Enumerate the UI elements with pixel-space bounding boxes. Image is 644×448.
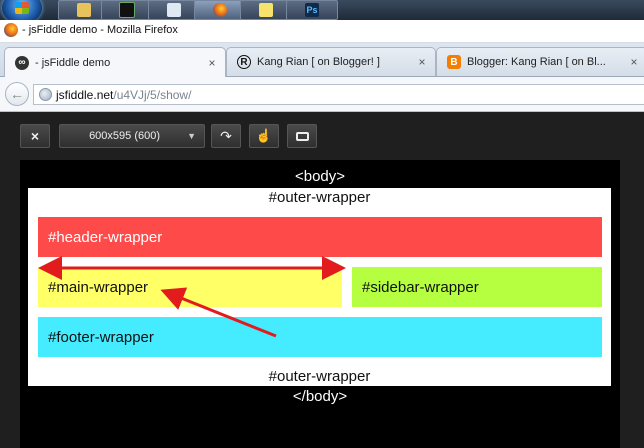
footer-wrapper: #footer-wrapper	[38, 317, 602, 357]
body-open-label: <body>	[294, 168, 346, 185]
taskbar-firefox-button[interactable]	[194, 0, 246, 20]
touch-hand-icon: ☝	[255, 128, 273, 143]
close-tab-icon[interactable]: ×	[208, 55, 216, 70]
blogger-icon: B	[447, 55, 461, 69]
tab-label: Blogger: Kang Rian [ on Bl...	[467, 56, 606, 68]
firefox-icon	[213, 3, 227, 17]
url-bar[interactable]: jsfiddle.net/u4VJj/5/show/	[33, 84, 644, 105]
preview-viewport: <body> #outer-wrapper #header-wrapper #m…	[20, 160, 620, 448]
globe-icon	[39, 88, 52, 101]
tab-label: Kang Rian [ on Blogger! ]	[257, 56, 380, 68]
tab-label: - jsFiddle demo	[35, 56, 111, 69]
terminal-icon	[119, 2, 135, 18]
window-titlebar: - jsFiddle demo - Mozilla Firefox	[0, 20, 644, 43]
main-wrapper: #main-wrapper	[38, 267, 342, 307]
close-tab-icon[interactable]: ×	[418, 55, 426, 69]
tab-strip: ∞ - jsFiddle demo × R Kang Rian [ on Blo…	[0, 43, 644, 77]
url-path: /u4VJj/5/show/	[113, 87, 192, 102]
camera-icon	[295, 131, 309, 141]
close-preview-button[interactable]: ×	[20, 124, 50, 148]
chevron-down-icon: ▼	[187, 131, 196, 141]
close-icon: ×	[30, 128, 40, 144]
taskbar-photoshop-button[interactable]: Ps	[286, 0, 338, 20]
sidebar-wrapper: #sidebar-wrapper	[352, 267, 602, 307]
touch-button[interactable]: ☝	[249, 124, 279, 148]
folder-icon	[77, 3, 91, 17]
viewport-size-label: 600x595 (600)	[89, 130, 161, 142]
taskbar-terminal-button[interactable]	[101, 0, 153, 20]
viewport-size-select[interactable]: 600x595 (600) ▼	[59, 124, 205, 148]
rotate-icon: ↷	[220, 127, 232, 144]
back-button[interactable]: ←	[5, 82, 29, 106]
body-close-label: </body>	[292, 388, 348, 405]
navigation-bar: ← jsfiddle.net/u4VJj/5/show/	[0, 77, 644, 112]
screenshot-button[interactable]	[287, 124, 317, 148]
notepad-icon	[167, 3, 181, 17]
taskbar-explorer-button[interactable]	[58, 0, 110, 20]
close-tab-icon[interactable]: ×	[630, 55, 638, 69]
windows-logo-icon	[15, 2, 29, 14]
page-content: × 600x595 (600) ▼ ↷ ☝ <body> #outer-wrap…	[0, 112, 644, 448]
taskbar: Ps	[0, 0, 644, 24]
window-title: - jsFiddle demo - Mozilla Firefox	[22, 24, 178, 36]
url-domain: jsfiddle.net	[56, 87, 114, 102]
registered-icon: R	[237, 55, 251, 69]
rotate-button[interactable]: ↷	[211, 124, 241, 148]
outer-wrapper: #outer-wrapper #header-wrapper #main-wra…	[28, 188, 611, 386]
outer-wrapper-top-label: #outer-wrapper	[268, 189, 371, 206]
photoshop-icon: Ps	[305, 3, 319, 17]
firefox-icon	[4, 23, 18, 37]
outer-wrapper-bottom-label: #outer-wrapper	[268, 368, 371, 385]
notes-icon	[259, 3, 273, 17]
tab-kang-rian[interactable]: R Kang Rian [ on Blogger! ] ×	[226, 47, 436, 76]
tab-jsfiddle[interactable]: ∞ - jsFiddle demo ×	[4, 47, 226, 77]
header-wrapper: #header-wrapper	[38, 217, 602, 257]
taskbar-notes-button[interactable]	[240, 0, 292, 20]
jsfiddle-cloud-icon: ∞	[15, 55, 29, 70]
taskbar-notepad-button[interactable]	[148, 0, 200, 20]
tab-blogger[interactable]: B Blogger: Kang Rian [ on Bl... ×	[436, 47, 644, 76]
